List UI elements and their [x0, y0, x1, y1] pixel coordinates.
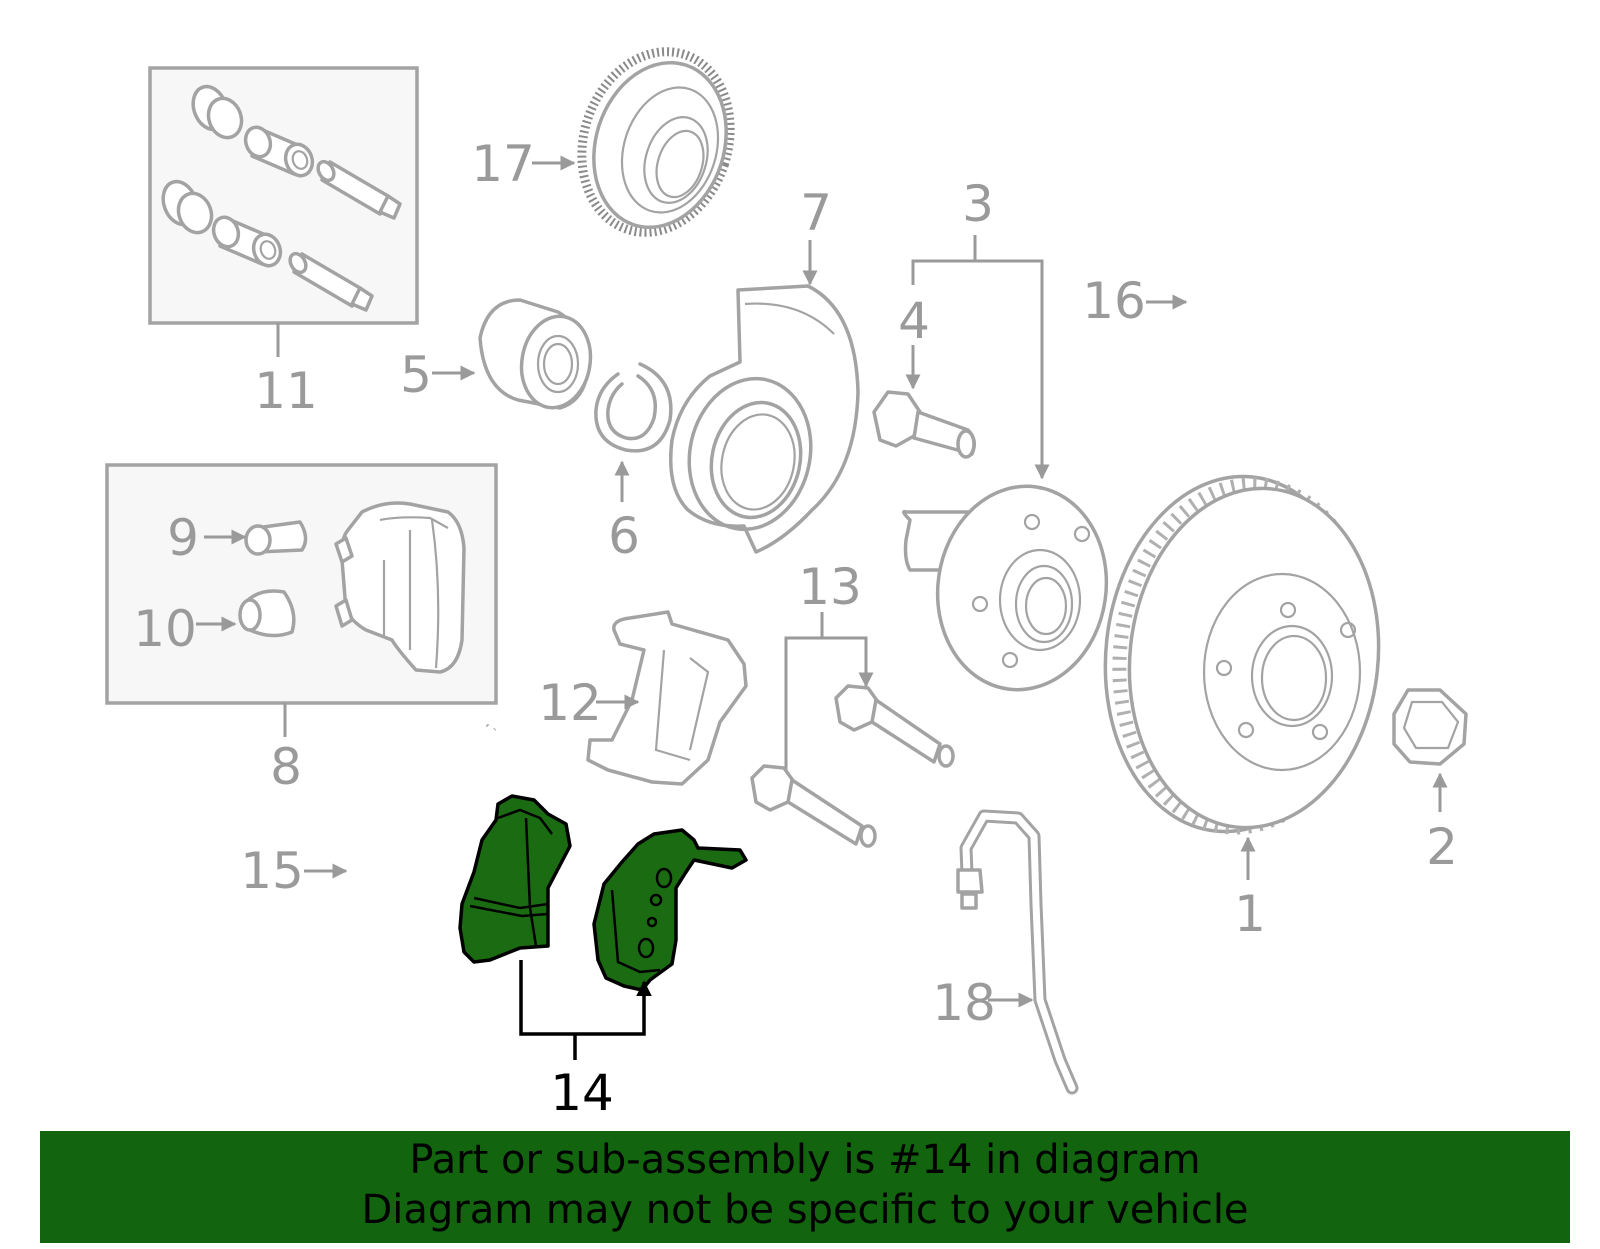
callout-10: 10: [133, 600, 197, 658]
callout-14: 14: [550, 1064, 614, 1122]
guide-pin-upper: [316, 159, 402, 220]
part-16-brake-hose[interactable]: 16: [1082, 50, 1460, 458]
part-18-brake-line[interactable]: 18: [932, 809, 1079, 1095]
part-10-dust-cap[interactable]: 10: [133, 589, 296, 658]
callout-8: 8: [270, 738, 302, 796]
pin-bushing-lower: [211, 215, 283, 268]
callout-12: 12: [538, 674, 602, 732]
callout-13: 13: [798, 558, 862, 616]
callout-3: 3: [962, 175, 994, 233]
callout-16: 16: [1082, 272, 1146, 330]
part-11-guide-pin-kit[interactable]: 11: [148, 66, 419, 420]
bracket-bolt-upper: [834, 684, 955, 768]
callout-2: 2: [1426, 818, 1458, 876]
highlight-notice-banner: Part or sub-assembly is #14 in diagram D…: [40, 1131, 1570, 1243]
part-2-hub-nut[interactable]: 2: [1392, 688, 1468, 876]
part-17-tone-ring[interactable]: 17: [471, 32, 753, 251]
bracket-bolt-lower: [750, 764, 877, 848]
part-13-bracket-bolts[interactable]: 13: [750, 558, 955, 848]
callout-1: 1: [1234, 885, 1266, 943]
pin-bushing-upper: [243, 125, 315, 178]
part-5-wheel-bearing[interactable]: 5: [400, 298, 597, 413]
callout-11: 11: [254, 362, 318, 420]
part-15-anti-rattle-clip[interactable]: 15: [240, 724, 504, 900]
part-1-rotor[interactable]: 1: [1088, 464, 1395, 943]
part-4-hub-bolt[interactable]: 4: [872, 292, 976, 459]
part-6-snap-ring[interactable]: 6: [594, 362, 673, 565]
notice-line-part-number: Part or sub-assembly is #14 in diagram: [409, 1137, 1201, 1183]
part-8-caliper-assembly[interactable]: 9 10 8: [105, 463, 498, 796]
part-3-hub[interactable]: 3: [902, 175, 1120, 701]
brake-pad-inner[interactable]: [458, 794, 572, 964]
notice-line-disclaimer: Diagram may not be specific to your vehi…: [361, 1187, 1249, 1233]
part-14-brake-pads[interactable]: 14: [458, 794, 748, 1122]
callout-7: 7: [800, 184, 832, 242]
callout-6: 6: [608, 507, 640, 565]
callout-4: 4: [898, 292, 930, 350]
guide-pin-lower: [288, 251, 374, 312]
callout-9: 9: [167, 509, 199, 567]
part-9-bleeder-cap[interactable]: 9: [167, 509, 308, 567]
pin-boot-upper: [191, 84, 244, 140]
brake-pad-outer[interactable]: [592, 828, 748, 992]
callout-17: 17: [471, 135, 535, 193]
part-12-caliper-bracket[interactable]: 12: [538, 610, 748, 786]
callout-5: 5: [400, 346, 432, 404]
caliper-body: [334, 501, 466, 674]
part-7-splash-shield[interactable]: 7: [668, 184, 860, 554]
callout-15: 15: [240, 842, 304, 900]
callout-18: 18: [932, 974, 996, 1032]
pin-boot-lower: [161, 179, 214, 235]
